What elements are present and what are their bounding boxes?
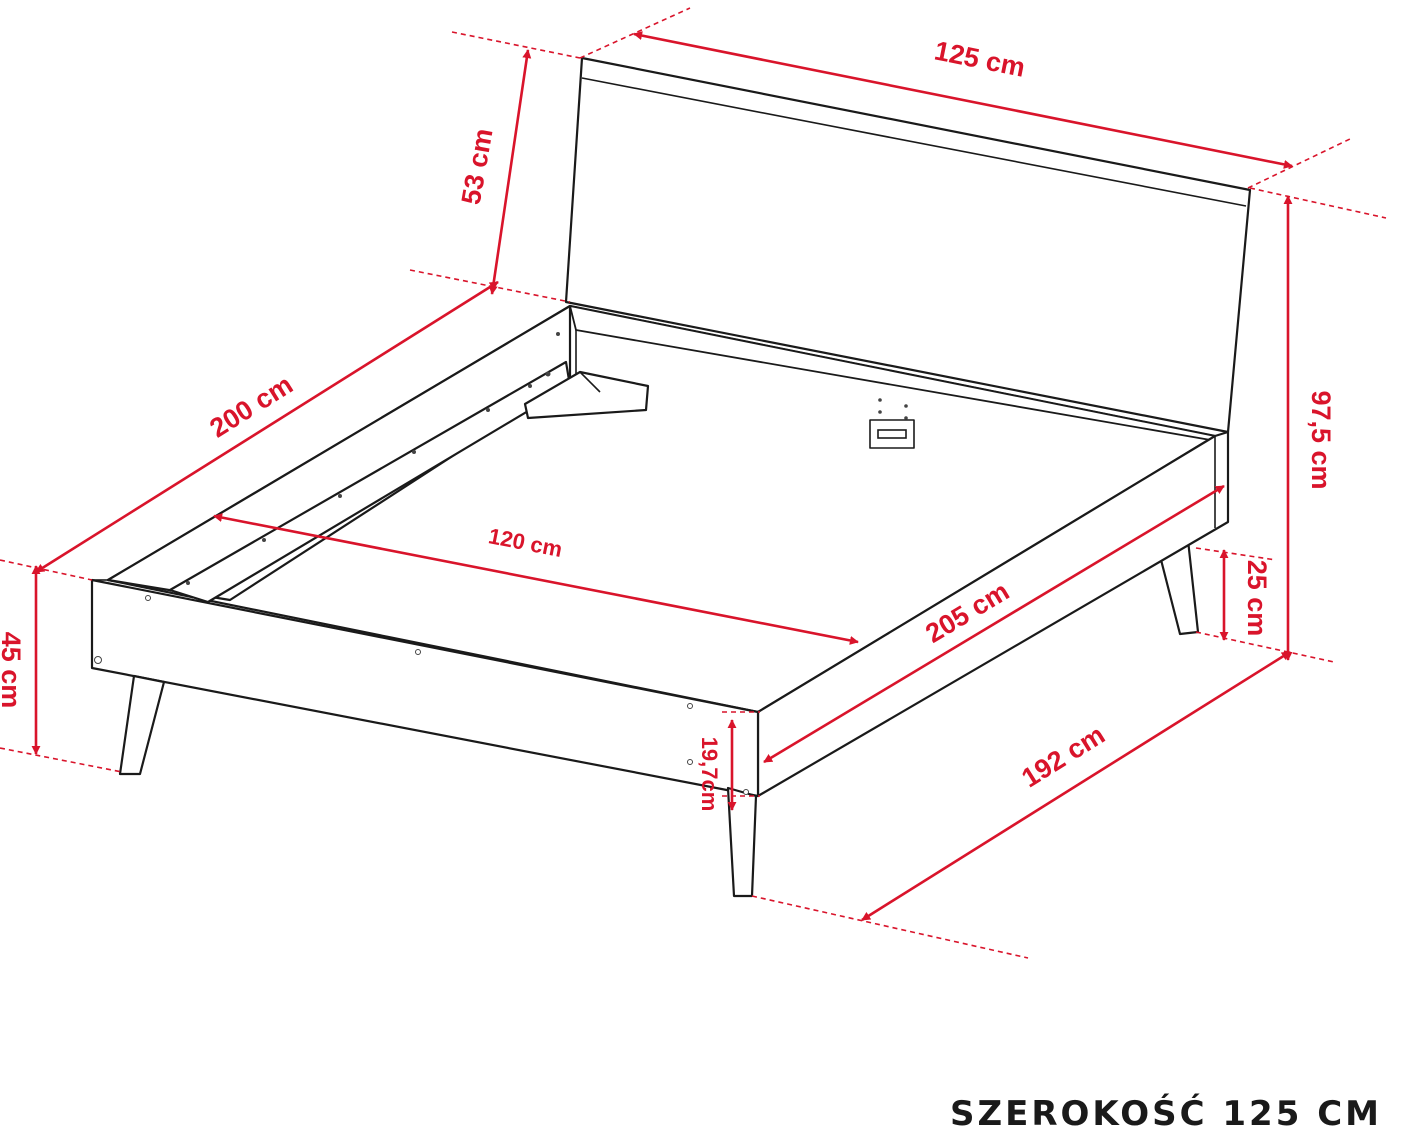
- dim-200-line: [35, 280, 499, 574]
- dim-120-line: [213, 513, 859, 645]
- label-frame-length: 200 cm: [204, 369, 298, 443]
- bed-outline: [90, 56, 1252, 898]
- connector-plate: [869, 419, 915, 449]
- dim-125-line: [633, 31, 1293, 169]
- label-total-height: 97,5 cm: [1306, 390, 1336, 489]
- corner-bracket: [523, 370, 650, 420]
- label-bed-height: 45 cm: [0, 632, 26, 709]
- label-total-depth: 192 cm: [1016, 719, 1110, 793]
- dim-192-line: [861, 650, 1291, 922]
- width-caption: SZEROKOŚĆ 125 CM: [949, 1094, 1382, 1134]
- dim-205-line: [763, 484, 1225, 764]
- front-left-leg: [118, 674, 166, 776]
- label-leg-height: 25 cm: [1242, 560, 1272, 637]
- dimension-lines: 125 cm 53 cm 97,5 cm 200 cm 120 cm 205 c…: [0, 7, 1387, 959]
- label-headboard-width: 125 cm: [932, 35, 1028, 82]
- dim-53-line: [488, 49, 532, 295]
- label-headboard-height: 53 cm: [456, 126, 499, 207]
- label-frame-height: 19,7cm: [697, 737, 722, 812]
